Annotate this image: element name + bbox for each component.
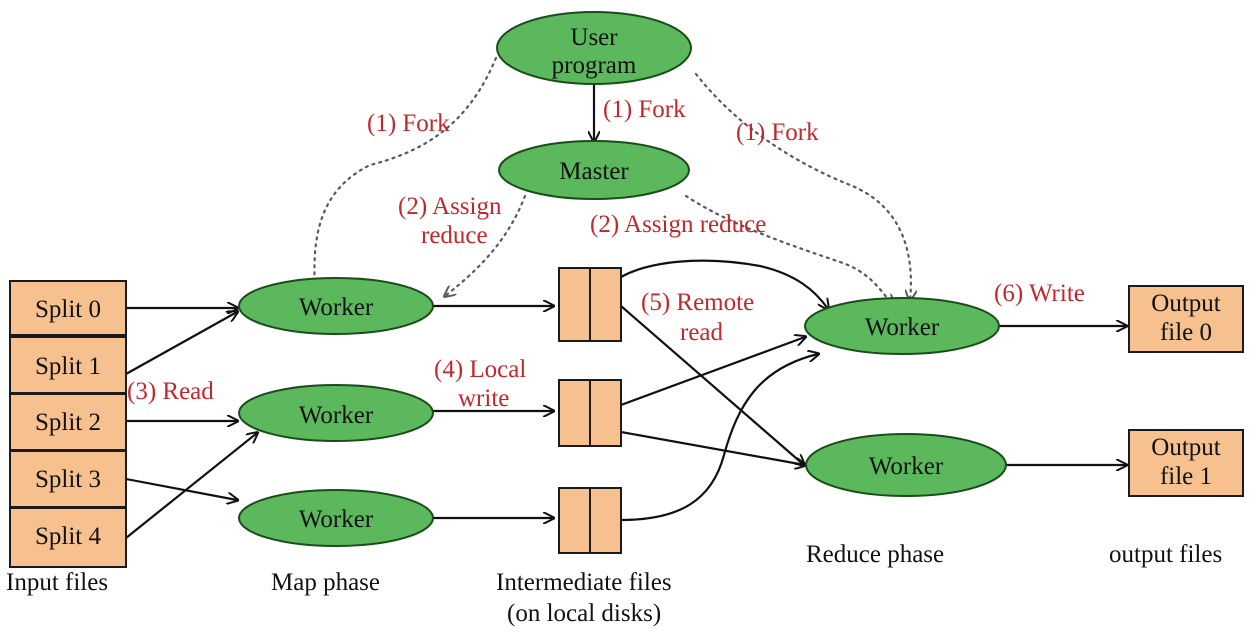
assign-left-label-line-2: reduce xyxy=(421,222,488,249)
fork-left-label: (1) Fork xyxy=(367,110,450,137)
output-file-1: Output file 1 xyxy=(1128,429,1244,497)
split-0-box xyxy=(9,280,127,336)
file-top-to-reduce-top xyxy=(620,259,828,309)
split-4-label: Split 4 xyxy=(35,523,101,550)
output-file-0: Output file 0 xyxy=(1128,285,1244,353)
master-label: Master xyxy=(559,158,629,185)
output-file-0-line-2: file 0 xyxy=(1160,319,1212,346)
intermediate-file-middle xyxy=(558,379,622,447)
reduce-phase-caption: Reduce phase xyxy=(806,541,944,568)
assign-right-edge xyxy=(684,194,893,305)
fork-left-edge xyxy=(314,56,498,288)
master-node: Master xyxy=(498,140,690,200)
output-files-caption: output files xyxy=(1109,541,1222,568)
user-program-node: User program xyxy=(496,11,692,85)
output-file-0-line-1: Output xyxy=(1151,290,1221,317)
reduce-worker-bottom-label: Worker xyxy=(869,453,944,480)
split-1-label: Split 1 xyxy=(35,353,101,380)
split-2-box xyxy=(9,393,127,451)
map-worker-bottom: Worker xyxy=(238,489,434,547)
intermediate-file-bottom xyxy=(558,487,622,554)
fork-right-edge xyxy=(694,72,911,300)
write-label: (6) Write xyxy=(994,280,1085,307)
read-label: (3) Read xyxy=(127,378,214,405)
reduce-worker-top: Worker xyxy=(804,297,1000,355)
local-write-label-line-1: (4) Local xyxy=(434,356,526,383)
input-file-stack: Split 0 Split 1 Split 2 Split 3 Split 4 xyxy=(9,280,127,568)
intermediate-file-top xyxy=(558,267,622,342)
split4-to-map-mid xyxy=(125,433,257,539)
intermediate-files-caption-line-1: Intermediate files xyxy=(496,569,672,596)
split-1-box xyxy=(9,336,127,394)
split-3-label: Split 3 xyxy=(35,466,101,493)
remote-read-label-line-2: read xyxy=(680,319,724,346)
assign-left-label-line-1: (2) Assign xyxy=(398,193,502,220)
input-files-caption: Input files xyxy=(6,569,108,596)
reduce-worker-bottom: Worker xyxy=(805,433,1007,497)
map-worker-top: Worker xyxy=(238,277,434,335)
split-2-label: Split 2 xyxy=(35,409,101,436)
remote-read-label-line-1: (5) Remote xyxy=(641,289,754,316)
file-top-to-reduce-bottom xyxy=(620,305,804,465)
fork-center-label: (1) Fork xyxy=(603,96,686,123)
split1-to-map-top xyxy=(125,312,237,375)
local-write-label-line-2: write xyxy=(458,385,509,412)
split3-to-map-bottom xyxy=(125,477,237,500)
file-mid-to-reduce-bottom xyxy=(620,430,805,465)
split-3-box xyxy=(9,450,127,508)
intermediate-files-caption-line-2: (on local disks) xyxy=(507,600,661,627)
file-mid-to-reduce-top xyxy=(620,337,805,407)
map-worker-bottom-label: Worker xyxy=(299,506,374,533)
reduce-worker-top-label: Worker xyxy=(865,314,940,341)
output-file-1-line-2: file 1 xyxy=(1160,463,1212,490)
map-worker-middle: Worker xyxy=(238,384,434,442)
output-file-1-line-1: Output xyxy=(1151,434,1221,461)
map-worker-middle-label: Worker xyxy=(299,402,374,429)
split-0-label: Split 0 xyxy=(35,296,101,323)
assign-right-label: (2) Assign reduce xyxy=(590,211,766,238)
assign-left-edge xyxy=(445,194,527,296)
user-program-label-line-2: program xyxy=(552,52,637,79)
split-4-box xyxy=(9,507,127,568)
map-worker-top-label: Worker xyxy=(299,294,374,321)
user-program-label-line-1: User xyxy=(570,24,618,51)
map-phase-caption: Map phase xyxy=(271,569,380,596)
file-bottom-to-reduce-top xyxy=(620,354,818,522)
fork-right-label: (1) Fork xyxy=(736,119,819,146)
